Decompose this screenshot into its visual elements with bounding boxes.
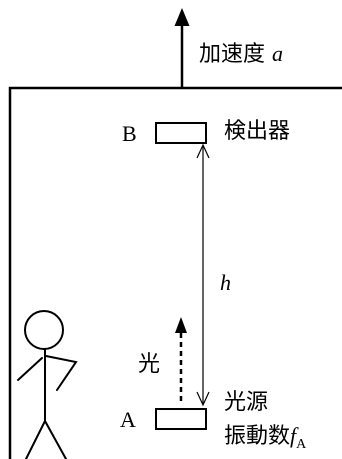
- observer-right-leg: [44, 420, 67, 459]
- light-source-label: 光源: [224, 390, 269, 415]
- distance-label: h: [220, 270, 231, 295]
- point-a-label: A: [120, 407, 136, 432]
- observer-back-arm: [17, 357, 43, 381]
- frequency-variable: f: [290, 423, 297, 448]
- distance-arrow-bottom: [196, 391, 210, 407]
- frequency-subscript: A: [296, 437, 307, 452]
- observer-left-leg: [25, 420, 46, 459]
- observer-figure: [17, 310, 78, 459]
- detector-label: 検出器: [224, 119, 291, 144]
- source-box: [155, 408, 207, 430]
- frequency-text: 振動数: [224, 424, 291, 449]
- frequency-label: 振動数fA: [224, 423, 306, 452]
- light-label: 光: [138, 352, 161, 377]
- elevator-wall: [8, 86, 342, 459]
- observer-head: [24, 310, 64, 350]
- distance-arrow-top: [196, 143, 210, 159]
- acceleration-variable: a: [272, 41, 284, 66]
- acceleration-text: 加速度: [199, 42, 266, 67]
- observer-front-arm: [45, 355, 78, 391]
- point-b-label: B: [122, 121, 137, 146]
- acceleration-label: 加速度 a: [199, 43, 283, 66]
- acceleration-arrow-head: [174, 8, 190, 26]
- light-arrow-head: [175, 317, 187, 333]
- detector-box: [155, 122, 207, 144]
